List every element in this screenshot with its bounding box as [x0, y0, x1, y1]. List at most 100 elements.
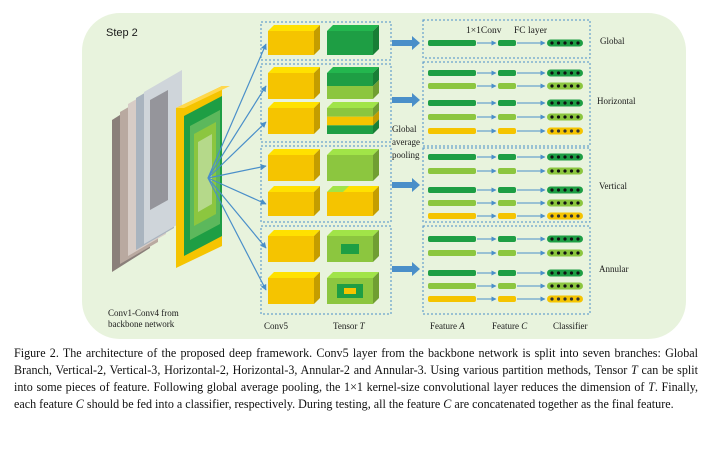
feature-c-bar	[498, 187, 516, 193]
classifier-dot	[550, 271, 554, 275]
classifier-dot	[563, 101, 567, 105]
feature-a-bar	[428, 100, 476, 106]
classifier-dot	[550, 251, 554, 255]
classifier-dot	[550, 237, 554, 241]
classifier-dot	[576, 201, 580, 205]
gap-label-line1: Global	[392, 124, 417, 134]
feature-row	[428, 82, 583, 90]
classifier-dot	[576, 71, 580, 75]
classifier-dot	[569, 169, 574, 173]
classifier-dot	[569, 101, 574, 105]
conv5-cube-vertical-2	[268, 149, 320, 181]
feature-row	[428, 99, 583, 107]
classifier-dot	[569, 237, 574, 241]
classifier-dot	[563, 188, 567, 192]
classifier-dot	[576, 297, 580, 301]
feature-a-bar	[428, 250, 476, 256]
classifier-dot	[550, 188, 554, 192]
feature-c-bar	[498, 168, 516, 174]
tensor-cube-horizontal-2	[327, 67, 379, 99]
feature-a-bar	[428, 83, 476, 89]
classifier-dot	[569, 271, 574, 275]
conv5-cube-annular-2	[268, 230, 320, 262]
conv5-cube-global	[268, 25, 320, 55]
feature-c-bar	[498, 296, 516, 302]
classifier-dot	[550, 129, 554, 133]
feature-c-bar	[498, 114, 516, 120]
feature-row	[428, 167, 583, 175]
classifier-dot	[576, 155, 580, 159]
classifier-dot	[556, 115, 561, 119]
feature-c-bar	[498, 236, 516, 242]
classifier-label: Classifier	[553, 321, 588, 331]
classifier-dot	[569, 41, 574, 45]
classifier-dot	[556, 41, 561, 45]
classifier-dot	[576, 115, 580, 119]
cube-columns	[268, 25, 379, 304]
classifier-dot	[556, 201, 561, 205]
feature-a-bar	[428, 154, 476, 160]
classifier-dot	[576, 237, 580, 241]
feature-c-bar	[498, 128, 516, 134]
classifier-dot	[563, 201, 567, 205]
conv5-cube-vertical-3	[268, 186, 320, 216]
step-label: Step 2	[106, 27, 138, 39]
branch-boxes	[260, 19, 591, 315]
feature-row	[428, 212, 583, 220]
branch-label-global: Global	[600, 36, 625, 46]
classifier-dot	[550, 84, 554, 88]
feature-a-label: Feature A	[430, 321, 465, 331]
classifier-dot	[556, 71, 561, 75]
classifier-dot	[569, 84, 574, 88]
feature-row	[428, 199, 583, 207]
feature-c-bar	[498, 283, 516, 289]
feature-c-bar	[498, 270, 516, 276]
classifier-dot	[569, 71, 574, 75]
feature-row	[428, 153, 583, 161]
feature-a-bar	[428, 270, 476, 276]
tensor-cube-horizontal-3	[327, 102, 379, 134]
feature-c-bar	[498, 40, 516, 46]
classifier-dot	[556, 169, 561, 173]
classifier-dot	[563, 169, 567, 173]
feature-a-bar	[428, 283, 476, 289]
classifier-dot	[569, 251, 574, 255]
classifier-dot	[569, 297, 574, 301]
classifier-dot	[569, 188, 574, 192]
feature-row	[428, 39, 583, 47]
feature-c-bar	[498, 83, 516, 89]
fc-label: FC layer	[514, 26, 548, 36]
classifier-dot	[550, 115, 554, 119]
figure-caption: Figure 2. The architecture of the propos…	[14, 346, 698, 411]
classifier-dot	[576, 251, 580, 255]
feature-a-bar	[428, 236, 476, 242]
feature-row	[428, 113, 583, 121]
conv5-cube-horizontal-3	[268, 102, 320, 134]
classifier-dot	[576, 41, 580, 45]
classifier-dot	[556, 101, 561, 105]
classifier-dot	[563, 115, 567, 119]
classifier-dot	[550, 201, 554, 205]
branch-label-horizontal: Horizontal	[597, 96, 636, 106]
classifier-dot	[550, 71, 554, 75]
feature-row	[428, 186, 583, 194]
classifier-dot	[550, 155, 554, 159]
classifier-dot	[563, 155, 567, 159]
classifier-dot	[576, 129, 580, 133]
classifier-dot	[569, 201, 574, 205]
feature-a-bar	[428, 168, 476, 174]
feature-row	[428, 269, 583, 277]
classifier-dot	[563, 237, 567, 241]
conv5-cube-annular-3	[268, 272, 320, 304]
backbone-label-line2: backbone network	[108, 319, 175, 329]
classifier-dot	[556, 129, 561, 133]
classifier-dot	[563, 251, 567, 255]
classifier-dot	[563, 271, 567, 275]
classifier-dot	[550, 41, 554, 45]
classifier-dot	[569, 214, 574, 218]
tensor-label: Tensor T	[333, 321, 366, 331]
gap-label-line2: average	[392, 137, 420, 147]
feature-a-bar	[428, 40, 476, 46]
classifier-dot	[556, 284, 561, 288]
tensor-cube-vertical-3	[327, 186, 379, 216]
